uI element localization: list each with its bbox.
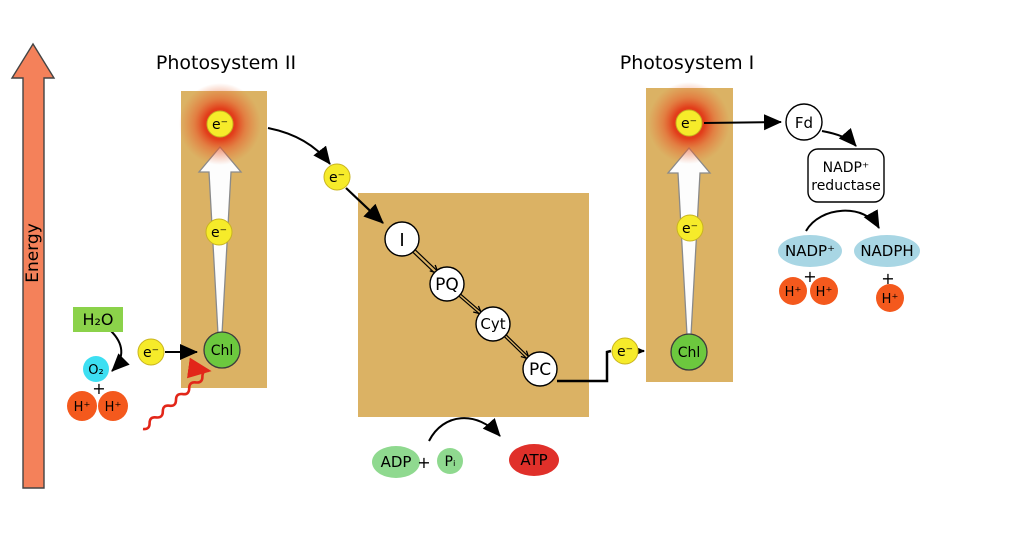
nadp-reductase-box [807, 148, 885, 203]
ferredoxin-label: Fd [795, 114, 813, 132]
electron-psi-rising [676, 214, 704, 242]
psii-to-chain-arrow [267, 127, 331, 165]
adp-to-atp-arrow [428, 417, 501, 442]
adp-ellipse [372, 446, 420, 478]
nadp-label: NADP⁺ [785, 242, 835, 260]
psii-heading: Photosystem II [156, 52, 296, 74]
plus-sign-water: + [92, 379, 105, 398]
electron-to-carrier-i-arrow [345, 187, 384, 224]
electron-label: e⁻ [212, 117, 228, 133]
energy-axis-label: Energy [23, 223, 43, 283]
nadp-ellipse [778, 235, 842, 267]
electron-label: e⁻ [617, 344, 633, 360]
nadp-reductase-label-line1: NADP⁺ [823, 160, 870, 176]
plus-sign-nadp: + [803, 267, 816, 286]
proton-label: H⁺ [882, 292, 899, 307]
proton-circle-water-2 [98, 391, 128, 421]
psii-chlorophyll-circle [203, 331, 241, 369]
electron-circles [137, 109, 704, 366]
electron-from-water [137, 338, 165, 366]
electron-label: e⁻ [143, 345, 159, 361]
nadph-label: NADPH [860, 242, 913, 260]
water-split-arrow [110, 330, 130, 372]
carrier-pc-label: PC [529, 360, 551, 380]
water-label: H₂O [82, 310, 113, 329]
phosphate-label: Pᵢ [445, 454, 456, 470]
water-box [73, 307, 123, 332]
nadp-reductase-label-line2: reductase [811, 178, 881, 194]
pc-exit-connector [557, 349, 612, 383]
chlorophyll-label: Chl [211, 343, 234, 359]
carrier-pq-circle [429, 266, 465, 302]
atp-label: ATP [520, 451, 547, 469]
electron-label: e⁻ [211, 225, 227, 241]
proton-label: H⁺ [105, 400, 122, 415]
photon-squiggle-arrow [142, 357, 212, 431]
atp-ellipse [509, 444, 559, 476]
psi-to-fd-arrow [703, 114, 782, 131]
electron-psi-excited [675, 109, 703, 137]
ferredoxin-circle [785, 103, 823, 141]
electron-psii-rising [205, 218, 233, 246]
electron-label: e⁻ [681, 116, 697, 132]
proton-label: H⁺ [74, 400, 91, 415]
carrier-pc-circle [522, 351, 558, 387]
proton-label: H⁺ [816, 285, 833, 300]
electron-label: e⁻ [682, 221, 698, 237]
electron-to-chain [323, 163, 351, 191]
adp-label: ADP [381, 453, 412, 471]
psi-heading: Photosystem I [620, 52, 755, 74]
plus-sign-adp: + [417, 453, 430, 472]
chlorophyll-label: Chl [678, 345, 701, 361]
psi-chlorophyll-circle [670, 333, 708, 371]
electron-psii-excited [206, 110, 234, 138]
carrier-i-label: I [399, 230, 404, 251]
carrier-cyt-circle [475, 306, 511, 342]
carrier-i-circle [384, 221, 420, 257]
electron-to-psi [611, 337, 639, 365]
oxygen-label: O₂ [88, 363, 103, 378]
carrier-pq-label: PQ [435, 275, 459, 295]
plus-sign-nadph: + [881, 269, 894, 288]
proton-label: H⁺ [785, 285, 802, 300]
energy-axis-arrow [10, 42, 56, 489]
proton-circle-water-1 [67, 391, 97, 421]
proton-circle-nadp-2 [810, 277, 838, 305]
phosphate-circle [437, 448, 463, 474]
proton-circle-nadp-1 [779, 277, 807, 305]
nadp-to-nadph-arrow [805, 209, 880, 232]
electron-label: e⁻ [329, 170, 345, 186]
fd-to-reductase-arrow [821, 127, 857, 147]
oxygen-circle [83, 356, 109, 382]
nadph-ellipse [854, 235, 920, 267]
carrier-cyt-label: Cyt [480, 315, 505, 333]
proton-circle-nadph [876, 284, 904, 312]
